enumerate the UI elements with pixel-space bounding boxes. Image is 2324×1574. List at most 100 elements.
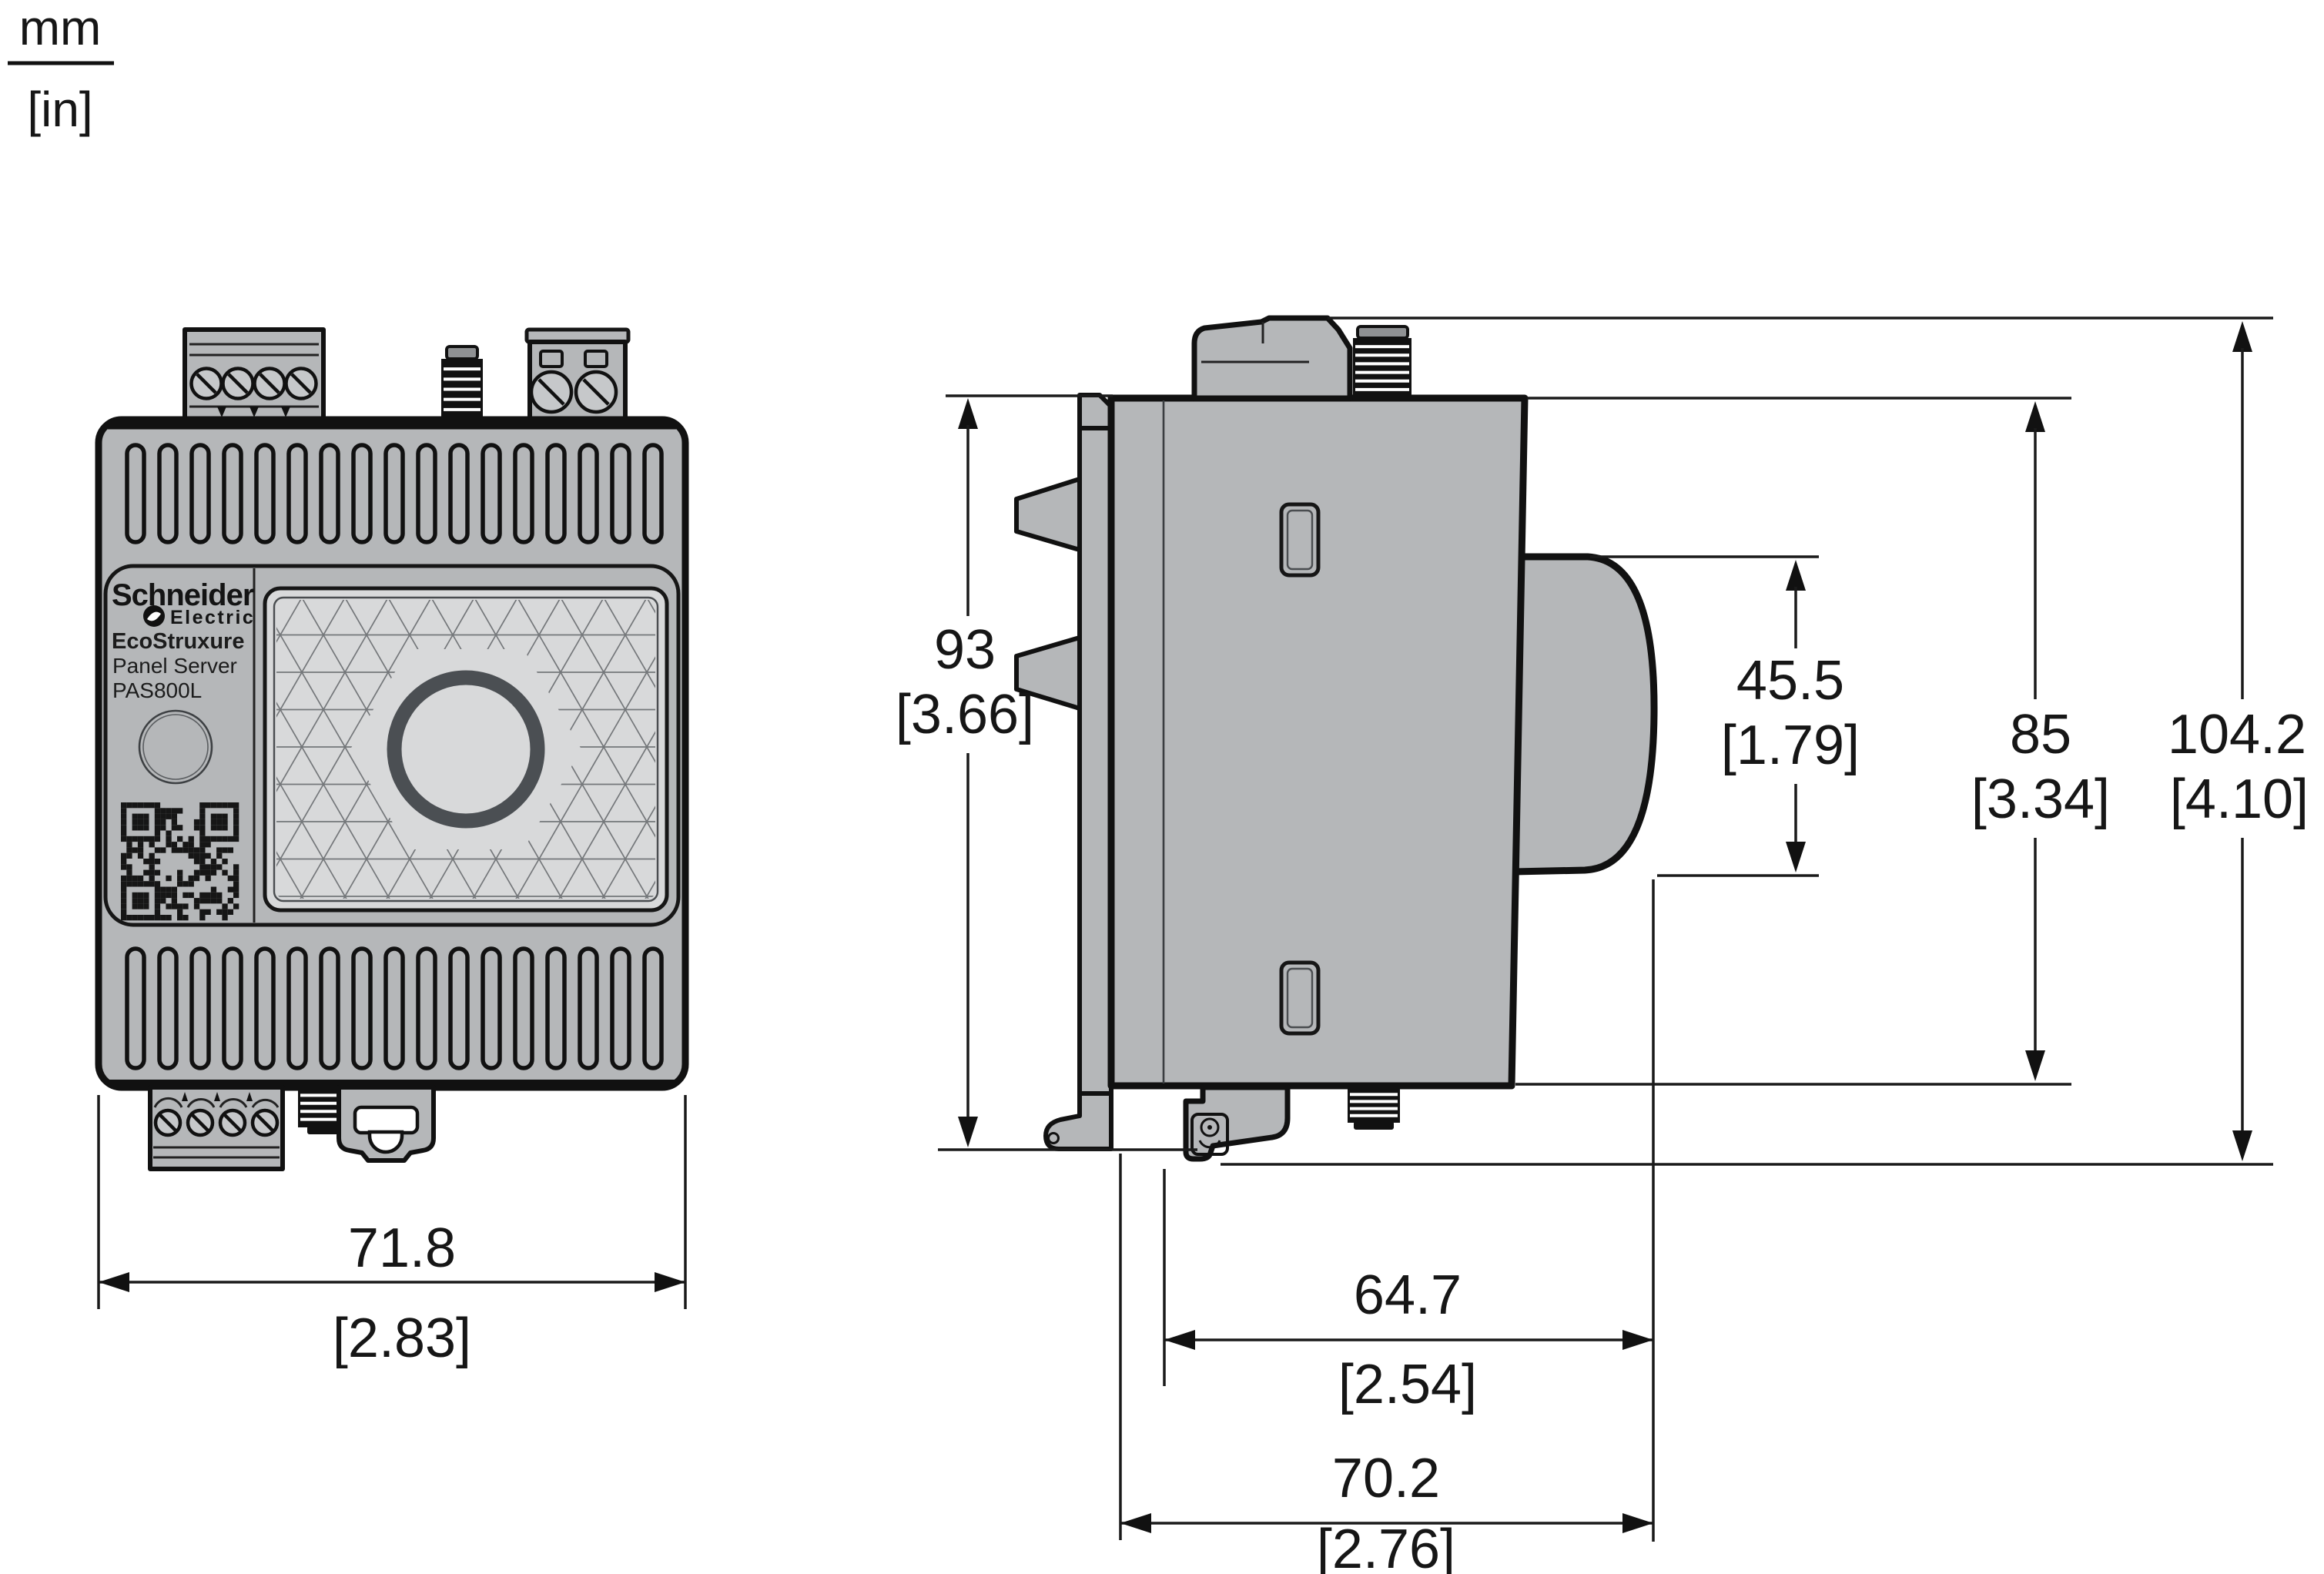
qr-module	[154, 836, 161, 842]
qr-module	[177, 825, 183, 831]
qr-module	[210, 836, 217, 842]
qr-module	[199, 819, 206, 826]
qr-module	[177, 915, 183, 921]
qr-module	[199, 847, 206, 853]
qr-module	[233, 808, 239, 814]
qr-module	[154, 802, 161, 809]
qr-module	[143, 869, 149, 876]
clip-foot-detail	[1047, 1132, 1060, 1144]
qr-module	[154, 813, 161, 819]
dim-side-depth-body: 64.7 [2.54]	[1163, 879, 1655, 1542]
dim-mm: 104.2	[2168, 704, 2306, 765]
qr-module	[210, 886, 217, 892]
front-bottom-terminal-block	[148, 1085, 285, 1171]
front-view: Schneider Electric EcoStruxure Panel Ser…	[95, 327, 689, 1369]
qr-module	[121, 881, 127, 887]
qr-module	[199, 802, 206, 809]
vent-slot	[610, 443, 631, 544]
qr-module	[205, 892, 211, 899]
qr-module	[121, 909, 127, 915]
qr-module	[166, 813, 172, 819]
qr-module	[132, 802, 138, 809]
qr-module	[126, 869, 132, 876]
antenna-threads	[1353, 338, 1411, 398]
qr-module	[216, 898, 223, 904]
side-slot-lower	[1279, 960, 1321, 1036]
qr-module	[121, 892, 127, 899]
qr-module	[199, 836, 206, 842]
dim-in: [2.54]	[1338, 1354, 1477, 1415]
qr-module	[126, 802, 132, 809]
qr-module	[160, 808, 166, 814]
qr-module	[126, 842, 132, 848]
qr-module	[121, 898, 127, 904]
qr-module	[160, 886, 166, 892]
vent-slot	[642, 443, 664, 544]
qr-module	[149, 836, 155, 842]
terminal-detail	[1201, 322, 1309, 363]
qr-module	[227, 875, 233, 882]
qr-module	[171, 886, 177, 892]
brand-name: Schneider	[112, 578, 254, 612]
qr-module	[126, 875, 132, 882]
dim-side-depth-total: 70.2 [2.76]	[1119, 1154, 1653, 1574]
qr-module	[233, 825, 239, 831]
qr-module	[227, 898, 233, 904]
qr-module	[193, 852, 200, 859]
vent-slot	[254, 443, 276, 544]
side-view: 93 [3.66] 45.5 [1.79] 85 [3.34]	[896, 315, 2309, 1574]
vent-slot	[157, 946, 179, 1070]
qr-module	[199, 892, 206, 899]
vent-slot	[610, 946, 631, 1070]
qr-module	[216, 864, 223, 870]
qr-module	[216, 802, 223, 809]
dim-in: [2.76]	[1317, 1519, 1455, 1574]
terminal-profile	[1183, 1084, 1291, 1162]
qr-module	[183, 847, 189, 853]
qr-module	[199, 830, 206, 836]
qr-module	[121, 903, 127, 909]
screw-port	[1190, 1113, 1229, 1156]
product-line1: EcoStruxure	[112, 629, 244, 654]
qr-module	[160, 825, 166, 831]
qr-code	[121, 802, 239, 921]
screw-slot	[537, 378, 565, 406]
vent-grid-bottom	[125, 946, 664, 1070]
qr-module	[222, 836, 228, 842]
terminal-pins	[182, 1092, 253, 1101]
qr-module	[154, 886, 161, 892]
qr-module	[233, 819, 239, 826]
qr-module	[154, 819, 161, 826]
qr-module	[121, 808, 127, 814]
qr-module	[205, 864, 211, 870]
qr-module	[222, 869, 228, 876]
qr-module	[199, 909, 206, 915]
qr-module	[121, 859, 127, 865]
dim-in: [3.66]	[896, 684, 1034, 745]
qr-module	[210, 892, 217, 899]
qr-module	[171, 808, 177, 814]
side-slot-lower-inner	[1286, 967, 1314, 1029]
qr-module	[222, 903, 228, 909]
qr-module	[233, 892, 239, 899]
qr-module	[193, 903, 200, 909]
vent-slot	[481, 443, 502, 544]
qr-module	[188, 881, 194, 887]
qr-module	[216, 847, 223, 853]
qr-module	[216, 909, 223, 915]
screw-slot	[223, 1114, 242, 1132]
dim-side-height-din: 93 [3.66]	[896, 394, 1197, 1151]
dim-mm: 93	[934, 619, 996, 681]
qr-module	[132, 892, 138, 899]
qr-module	[154, 915, 161, 921]
arrowhead-down	[2232, 1130, 2252, 1161]
qr-module	[210, 898, 217, 904]
qr-module	[233, 864, 239, 870]
qr-module	[233, 813, 239, 819]
vent-slot	[513, 443, 534, 544]
screw-port-circle	[1200, 1117, 1220, 1137]
screw-port-dot	[1207, 1125, 1212, 1130]
arrowhead-down	[958, 1117, 978, 1147]
front-top-antenna-connector	[441, 345, 483, 420]
